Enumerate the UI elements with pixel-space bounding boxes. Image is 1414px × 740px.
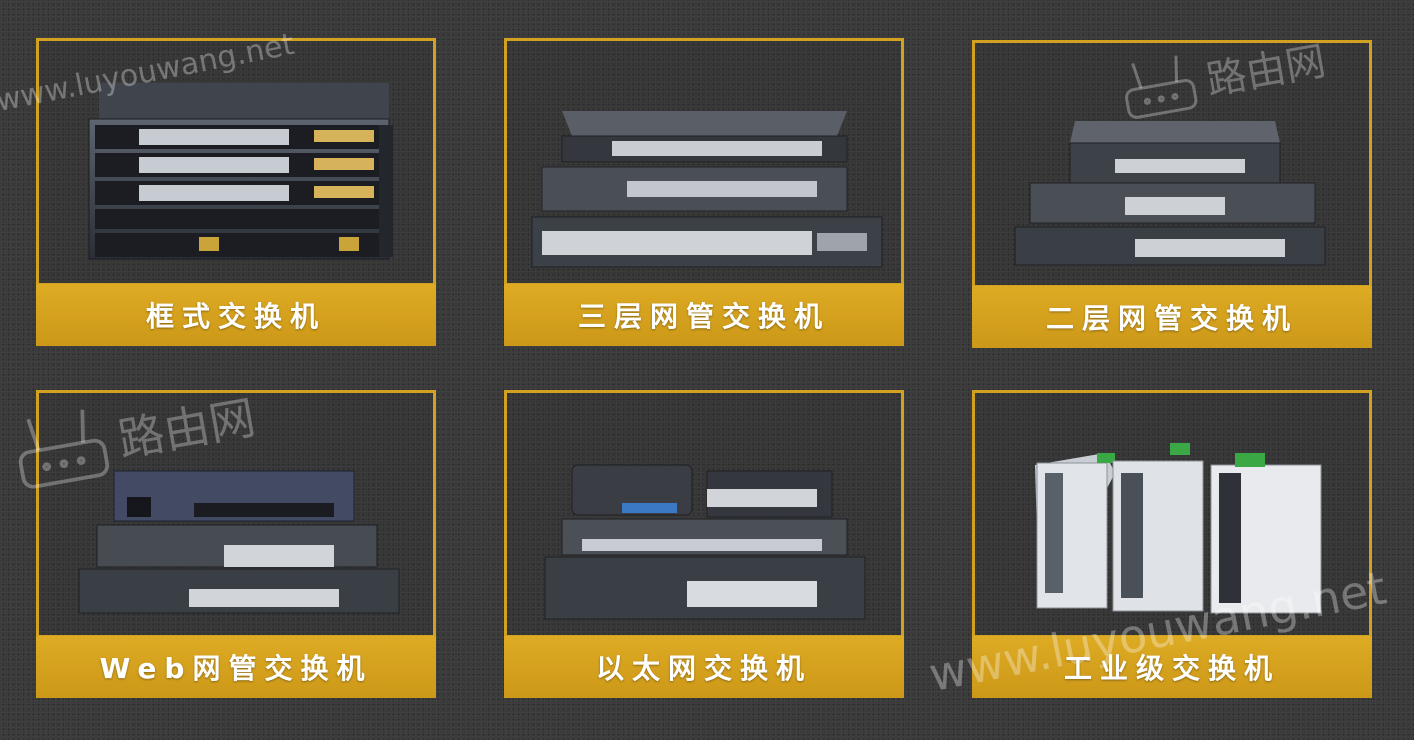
product-image-frame: [504, 38, 904, 286]
industrial-switch-image: [1035, 443, 1322, 614]
product-label: 工业级交换机: [972, 636, 1372, 698]
product-card-chassis-switch[interactable]: 框式交换机: [36, 38, 436, 346]
product-card-layer3-managed-switch[interactable]: 三层网管交换机: [504, 38, 904, 346]
product-image-frame: [36, 38, 436, 286]
product-label: Web网管交换机: [36, 636, 436, 698]
product-label: 框式交换机: [36, 284, 436, 346]
product-image-frame: [972, 40, 1372, 288]
chassis-switch-image: [88, 83, 393, 260]
web-managed-switch-image: [78, 470, 400, 614]
product-label: 三层网管交换机: [504, 284, 904, 346]
ethernet-switch-image: [544, 464, 866, 620]
product-card-layer2-managed-switch[interactable]: 二层网管交换机: [972, 40, 1372, 348]
product-image-frame: [504, 390, 904, 638]
product-label: 以太网交换机: [504, 636, 904, 698]
product-card-web-managed-switch[interactable]: Web网管交换机: [36, 390, 436, 698]
product-label: 二层网管交换机: [972, 286, 1372, 348]
layer2-managed-switch-image: [1014, 121, 1326, 266]
layer3-managed-switch-image: [531, 111, 883, 268]
product-image-frame: [972, 390, 1372, 638]
product-card-ethernet-switch[interactable]: 以太网交换机: [504, 390, 904, 698]
product-card-industrial-switch[interactable]: 工业级交换机: [972, 390, 1372, 698]
product-image-frame: [36, 390, 436, 638]
